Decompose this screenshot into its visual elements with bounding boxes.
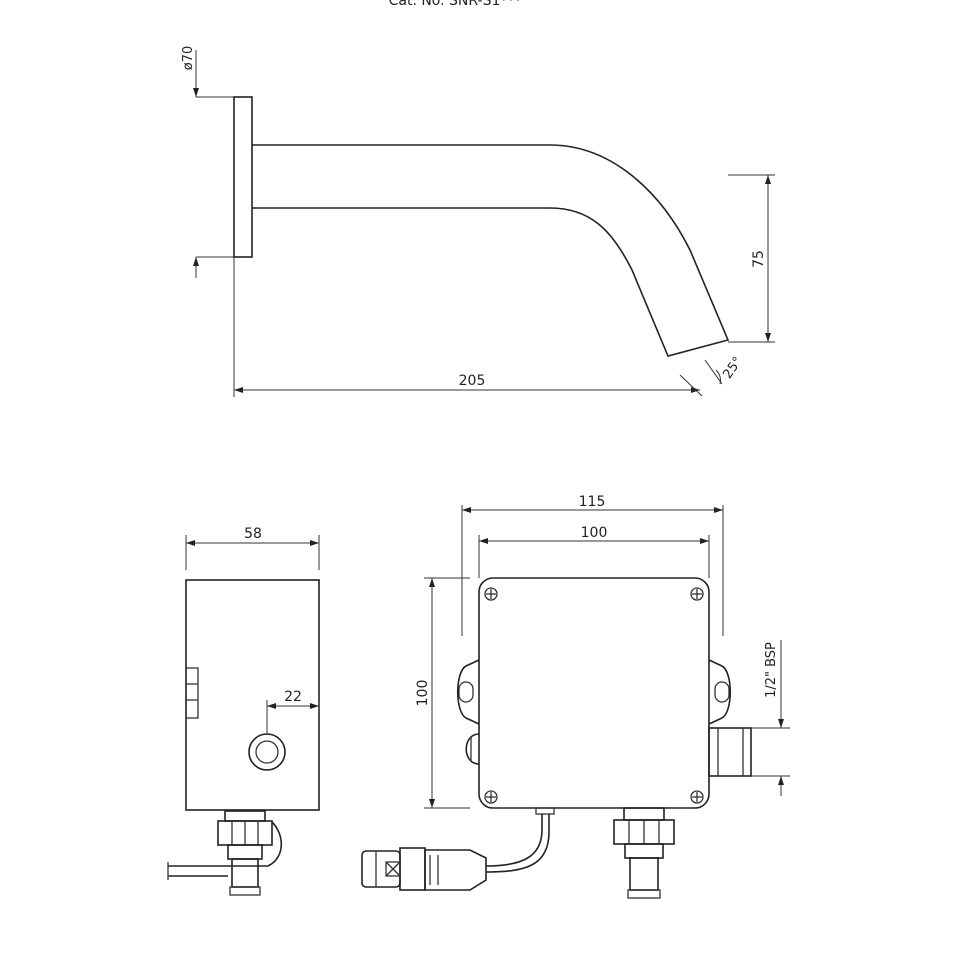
spout-length-label: 205 [459, 373, 486, 389]
front-view: 115 100 100 1/2" BSP [361, 494, 790, 899]
threaded-outlet [708, 727, 752, 777]
spout-angle-label: 25° [720, 354, 746, 381]
control-box-body [478, 577, 710, 809]
spout-body [252, 144, 730, 357]
screw-icon [690, 790, 704, 804]
indicator-knob [465, 733, 480, 765]
side-width-dimension: 58 [185, 526, 320, 570]
spout-angle-dimension: 25° [704, 354, 746, 385]
spout-height-label: 75 [751, 250, 767, 268]
body-width-label: 100 [581, 525, 608, 541]
spout-height-dimension: 75 [728, 174, 775, 343]
sensor-offset-label: 22 [284, 689, 302, 705]
spout-view: ø70 75 205 25° [181, 46, 775, 397]
flange-diameter-dimension: ø70 [181, 46, 234, 278]
box-height-label: 100 [415, 680, 431, 707]
front-valve-fitting [613, 807, 675, 899]
screw-icon [484, 790, 498, 804]
screw-icon [690, 587, 704, 601]
overall-width-dimension: 115 [461, 494, 724, 636]
spout-flange [233, 96, 253, 258]
side-view-tab [185, 667, 199, 719]
connector-plug [361, 847, 487, 891]
spout-length-dimension: 205 [233, 257, 703, 397]
side-valve-fitting [167, 810, 283, 896]
screw-icon [484, 587, 498, 601]
thread-label: 1/2" BSP [764, 642, 779, 698]
thread-dimension: 1/2" BSP [751, 640, 790, 796]
sensor-cable [485, 814, 543, 867]
side-width-label: 58 [244, 526, 262, 542]
catalog-number: Cat. No. SNR-S1*** [389, 0, 522, 9]
flange-diameter-label: ø70 [181, 46, 196, 71]
side-view: 58 22 [167, 526, 320, 896]
sensor-offset-dimension: 22 [266, 689, 320, 734]
mounting-ear-right [708, 659, 731, 725]
mounting-ear-left [457, 659, 480, 725]
box-height-dimension: 100 [415, 577, 470, 809]
body-width-dimension: 100 [478, 525, 710, 578]
sensor-window [248, 733, 286, 771]
overall-width-label: 115 [579, 494, 606, 510]
